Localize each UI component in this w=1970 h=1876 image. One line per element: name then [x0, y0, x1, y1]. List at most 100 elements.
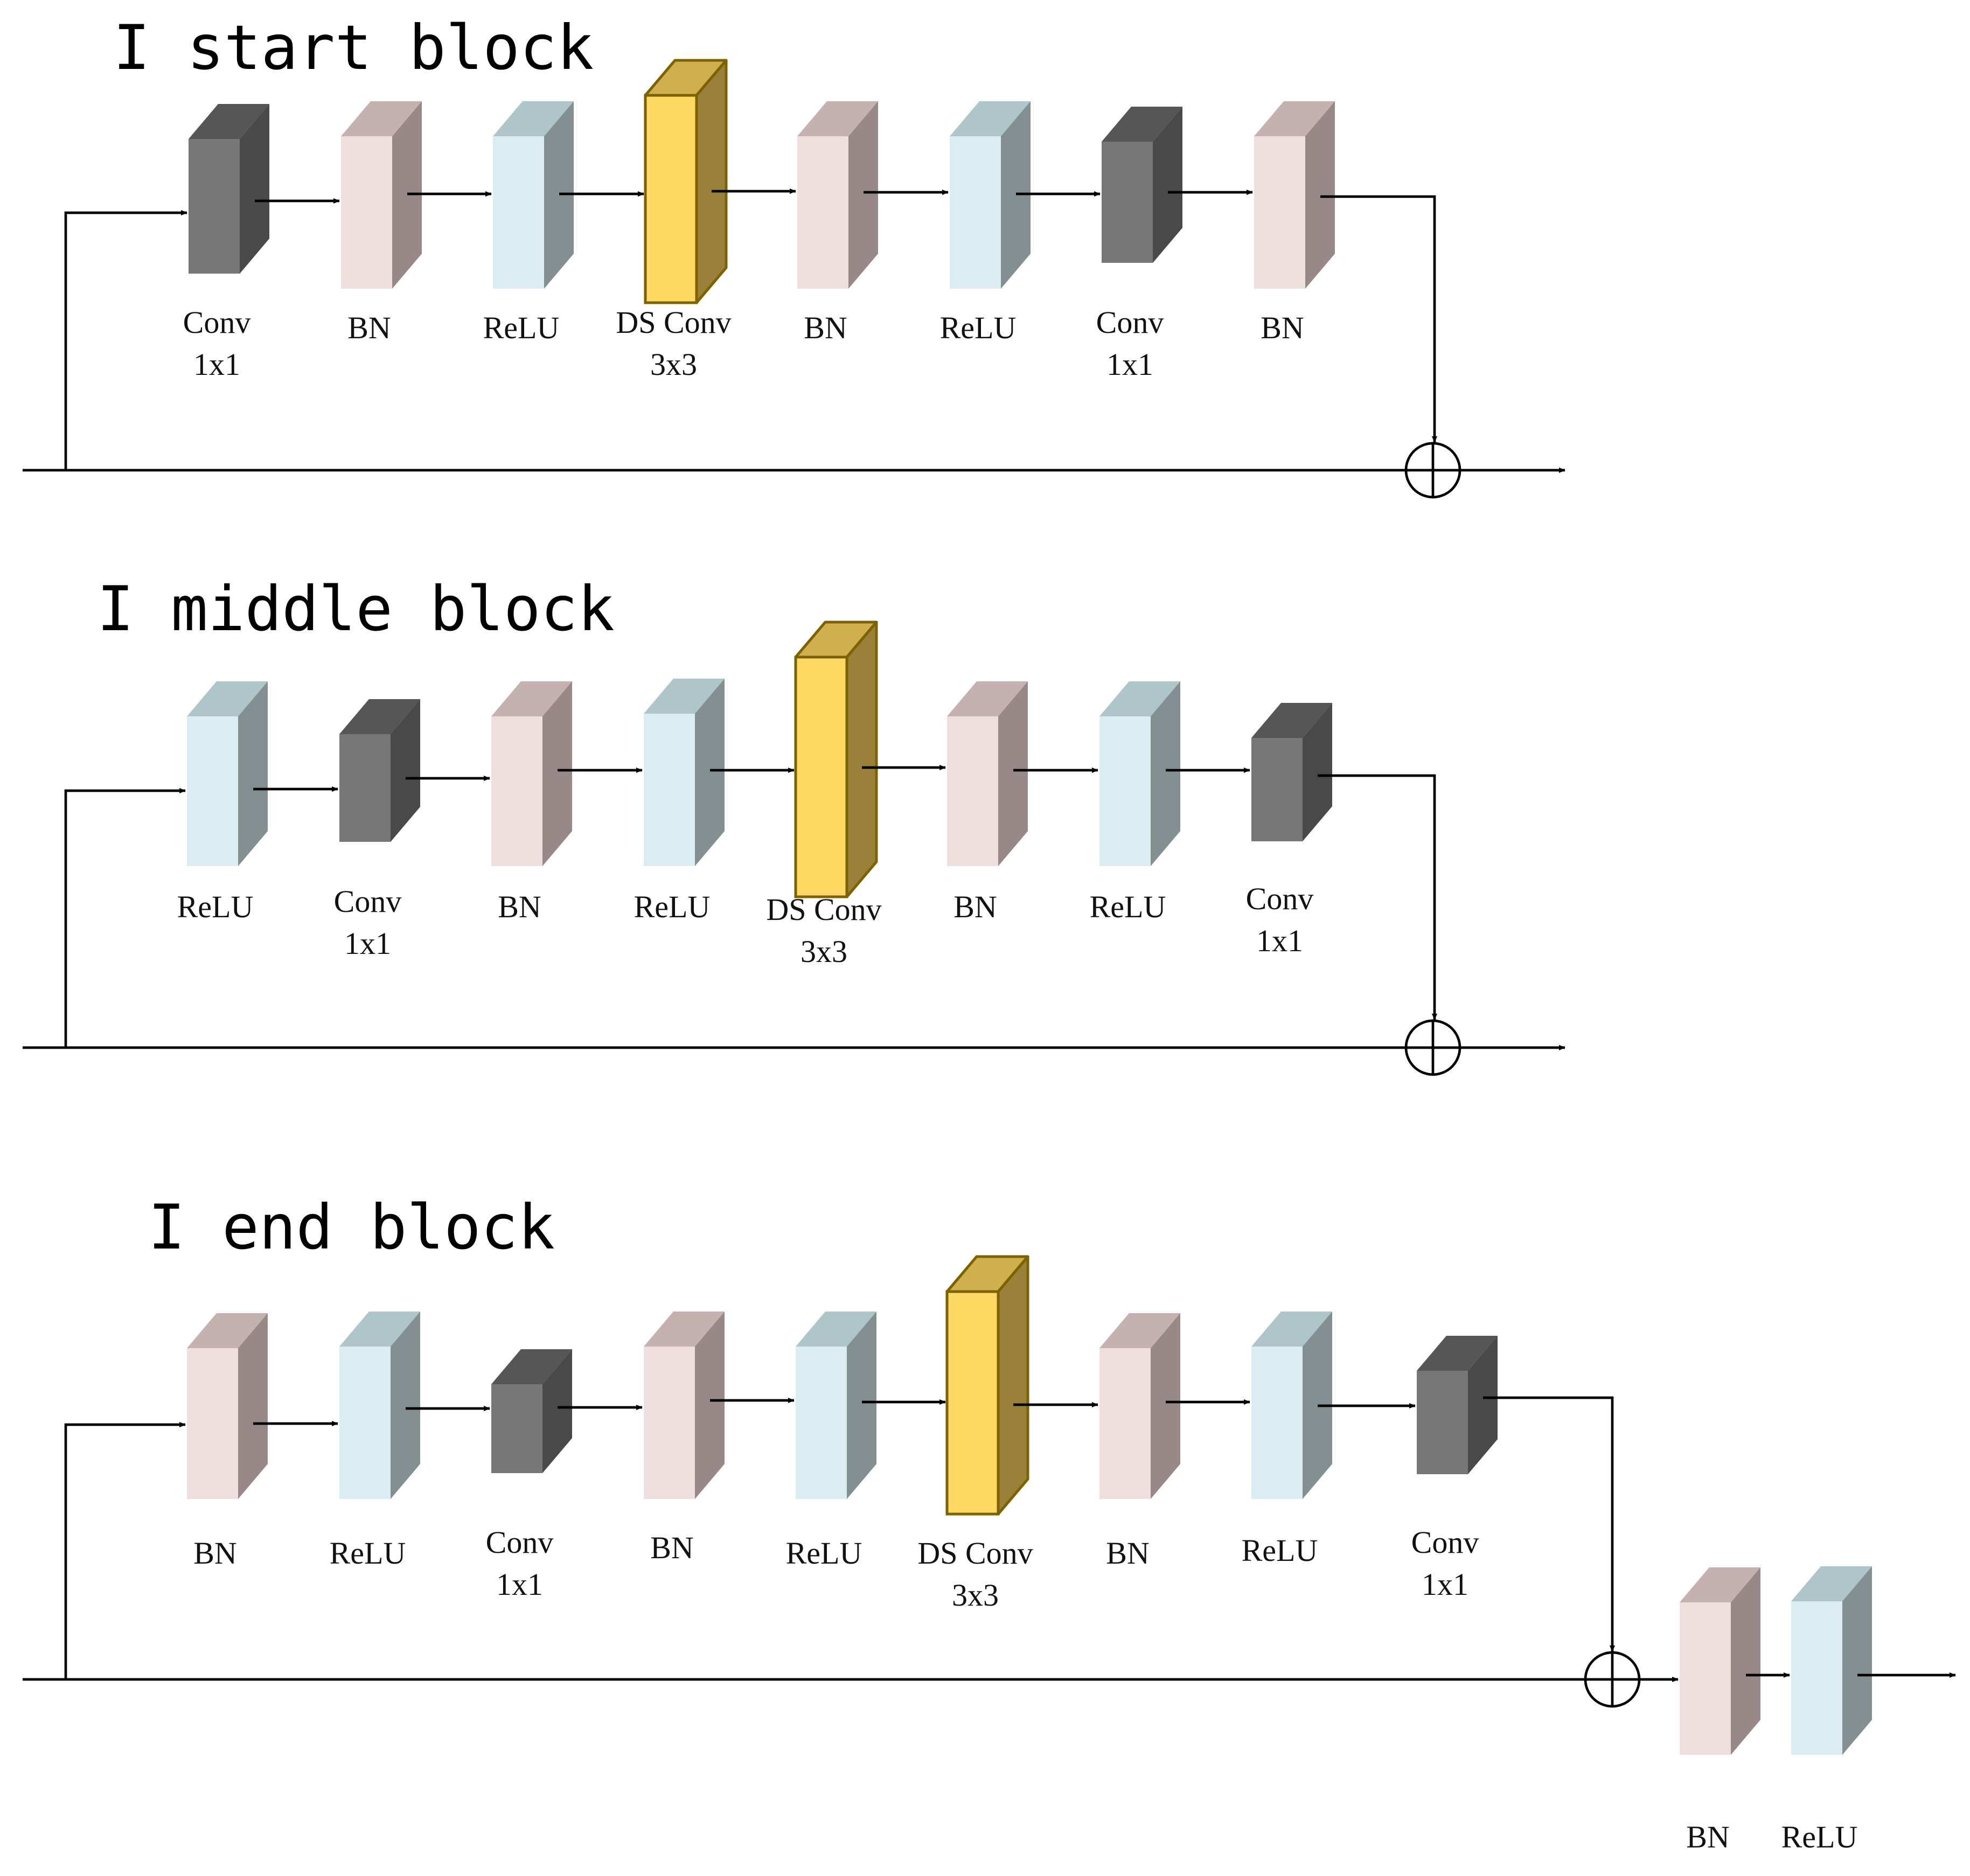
start-block-bn-layer-8-top-face: [1254, 101, 1335, 136]
end-block-conv-layer-3-label-line-1: Conv: [486, 1525, 554, 1560]
start-block-bn-layer-8-side-face: [1305, 101, 1335, 289]
end-block-relu-layer-2-front-face: [339, 1347, 391, 1499]
start-block-conv-layer-1-label-line-2: 1x1: [193, 347, 240, 382]
start-block-bn-layer-8-label-line-1: BN: [1261, 310, 1304, 345]
end-block-conv-layer-9: Conv 1x1: [1411, 1336, 1498, 1602]
end-block-conv-layer-3-side-face: [542, 1349, 572, 1473]
middle-block-title: I middle block: [97, 573, 615, 645]
end-block-relu-layer-2-top-face: [339, 1312, 420, 1347]
start-block-relu-layer-3-side-face: [544, 101, 574, 289]
start-block-relu-layer-6-side-face: [1001, 101, 1031, 289]
start-block-bn-layer-2: BN: [341, 101, 422, 345]
middle-block-conv-layer-8-top-face: [1251, 703, 1332, 738]
middle-block-conv-layer-8-label-line-1: Conv: [1246, 881, 1314, 916]
start-block-title: I start block: [113, 12, 594, 83]
middle-block-bn-layer-3-top-face: [491, 681, 572, 716]
start-block-bn-layer-2-label-line-1: BN: [347, 310, 391, 345]
start-block-conv-layer-1-side-face: [240, 104, 269, 274]
end-block-relu-layer-2: ReLU: [330, 1312, 420, 1571]
middle-block-bn-layer-6-top-face: [947, 681, 1028, 716]
end-block-dsconv-layer-6-label-line-1: DS Conv: [917, 1536, 1033, 1571]
end-block-bn-layer-4-label-line-1: BN: [650, 1530, 694, 1565]
start-block-bn-layer-5-side-face: [848, 101, 878, 289]
start-block-conv-layer-1: Conv 1x1: [183, 104, 269, 382]
middle-block-relu-layer-7-label-line-1: ReLU: [1090, 889, 1166, 924]
end-block-post-bn-layer-1-top-face: [1680, 1567, 1760, 1602]
start-block-bn-layer-2-front-face: [341, 136, 392, 289]
end-block-post-relu-layer-2: ReLU: [1781, 1566, 1872, 1854]
start-block-bn-layer-8-front-face: [1254, 136, 1305, 289]
middle-block-relu-layer-1-label-line-1: ReLU: [177, 889, 254, 924]
end-block-output-arrow: [1483, 1396, 1615, 1652]
end-block-conv-layer-3-label-line-2: 1x1: [496, 1567, 543, 1602]
end-block-conv-layer-9-label-line-1: Conv: [1411, 1525, 1479, 1560]
start-block-relu-layer-6-front-face: [950, 136, 1001, 289]
end-block-conv-layer-9-label-line-2: 1x1: [1422, 1567, 1468, 1602]
end-block-relu-layer-8: ReLU: [1242, 1312, 1332, 1568]
end-block-relu-layer-5-top-face: [796, 1312, 876, 1347]
middle-block-branch-arrow: [64, 788, 186, 1048]
start-block-conv-layer-7-front-face: [1102, 142, 1153, 263]
middle-block-bn-layer-3-label-line-1: BN: [498, 889, 541, 924]
end-block-relu-layer-8-label-line-1: ReLU: [1242, 1533, 1318, 1568]
end-block-bn-layer-7-front-face: [1099, 1348, 1151, 1499]
middle-block-dsconv-layer-5-front-face: [794, 655, 848, 898]
end-block-relu-layer-2-label-line-1: ReLU: [330, 1536, 406, 1571]
end-block-dsconv-layer-6-front-face: [945, 1290, 1000, 1516]
end-block-bn-layer-1: BN: [187, 1313, 268, 1571]
start-block-relu-layer-6-label-line-1: ReLU: [940, 310, 1017, 345]
middle-block-conv-layer-2-label-line-1: Conv: [334, 884, 402, 919]
start-block-relu-layer-3: ReLU: [483, 101, 574, 345]
middle-block-relu-layer-4-top-face: [644, 679, 725, 714]
middle-block-add-node: [1404, 1019, 1461, 1076]
middle-block-conv-layer-2-top-face: [339, 699, 420, 734]
end-block-bn-layer-7-top-face: [1099, 1313, 1180, 1348]
end-block-bn-layer-1-top-face: [187, 1313, 268, 1348]
end-block-bn-layer-7-side-face: [1151, 1313, 1180, 1499]
end-block-bn-layer-4: BN: [644, 1312, 725, 1565]
end-block-post-relu-layer-2-side-face: [1842, 1566, 1872, 1755]
end-block-relu-layer-5-label-line-1: ReLU: [786, 1536, 862, 1571]
end-block-title: I end block: [148, 1191, 555, 1263]
start-block-relu-layer-3-label-line-1: ReLU: [483, 310, 560, 345]
end-block-conv-layer-3-top-face: [491, 1349, 572, 1384]
end-block-branch-arrow: [64, 1422, 186, 1679]
end-block-bn-layer-7: BN: [1099, 1313, 1180, 1571]
start-block-add-node: [1404, 442, 1461, 499]
start-block-relu-layer-6: ReLU: [940, 101, 1031, 345]
end-block-conv-layer-3: Conv 1x1: [486, 1349, 572, 1602]
middle-block-conv-layer-2-label-line-2: 1x1: [344, 926, 391, 961]
start-block-conv-layer-7-side-face: [1153, 107, 1182, 263]
end-block-post-relu-layer-2-front-face: [1791, 1601, 1842, 1755]
end-block-conv-layer-3-front-face: [491, 1384, 542, 1473]
start-block-relu-layer-3-front-face: [493, 136, 544, 289]
end-block-conv-layer-9-top-face: [1417, 1336, 1498, 1371]
end-block-relu-layer-8-top-face: [1251, 1312, 1332, 1347]
middle-block-conv-layer-8-label-line-2: 1x1: [1256, 923, 1303, 958]
end-block-bn-layer-4-side-face: [695, 1312, 725, 1499]
middle-block-bn-layer-6: BN: [947, 681, 1028, 924]
start-block-conv-layer-1-label-line-1: Conv: [183, 305, 251, 340]
start-block-dsconv-layer-4-label-line-1: DS Conv: [616, 305, 731, 340]
start-block-conv-layer-7-label-line-1: Conv: [1096, 305, 1164, 340]
middle-block-relu-layer-7-top-face: [1099, 681, 1180, 716]
start-block-conv-layer-1-top-face: [189, 104, 269, 139]
end-block-post-relu-layer-2-top-face: [1791, 1566, 1872, 1601]
end-block-dsconv-layer-6-label-line-2: 3x3: [952, 1578, 999, 1613]
middle-block-relu-layer-4-label-line-1: ReLU: [634, 889, 711, 924]
start-block-dsconv-layer-4-side-face: [695, 59, 728, 304]
middle-block-relu-layer-7-front-face: [1099, 716, 1151, 866]
middle-block-conv-layer-2: Conv 1x1: [334, 699, 420, 961]
start-block-bn-layer-2-side-face: [392, 101, 422, 289]
middle-block-bn-layer-3-side-face: [542, 681, 572, 866]
end-block-dsconv-layer-6-side-face: [997, 1255, 1029, 1516]
start-block-bn-layer-5: BN: [797, 101, 878, 345]
end-block-relu-layer-5: ReLU: [786, 1312, 876, 1571]
end-block-bn-layer-1-label-line-1: BN: [193, 1536, 237, 1571]
middle-block-conv-layer-8: Conv 1x1: [1246, 703, 1332, 958]
middle-block-relu-layer-4-side-face: [695, 679, 725, 866]
start-block-bn-layer-5-label-line-1: BN: [804, 310, 847, 345]
start-block-bn-layer-5-front-face: [797, 136, 848, 289]
